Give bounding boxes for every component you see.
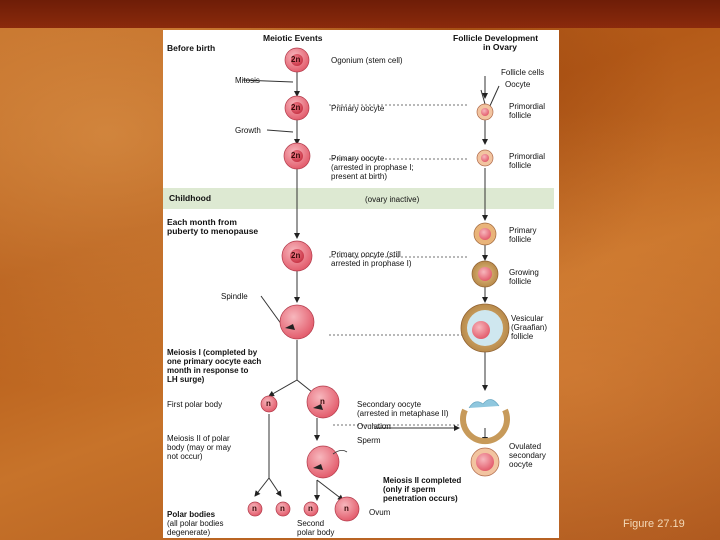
primordial-1-line1: Primordial <box>509 102 546 111</box>
before-birth-heading: Before birth <box>167 43 216 53</box>
second-polar-line2: polar body <box>297 528 335 537</box>
follicle-cells-label: Follicle cells <box>501 68 545 77</box>
vesicular-line1: Vesicular <box>511 314 544 323</box>
primary-follicle <box>473 222 497 246</box>
ovary-inactive-label: (ovary inactive) <box>365 195 420 204</box>
oogenesis-figure: 2n 2n 2n 2n n n n n n n Before birth Mei… <box>163 30 559 538</box>
ovulated-line3: oocyte <box>509 460 533 469</box>
secondary-oocyte-cell <box>306 385 340 419</box>
growing-follicle <box>471 260 499 288</box>
polar-bodies-line1: Polar bodies <box>167 510 216 519</box>
oocyte-label: Oocyte <box>505 80 531 89</box>
primary-oocyte-label: Primary oocyte <box>331 104 385 113</box>
ovum-label: Ovum <box>369 508 391 517</box>
ovulated-oocyte <box>470 447 500 477</box>
ploidy-label: n <box>320 397 325 406</box>
meiotic-flow-arrows <box>242 72 344 501</box>
ovulated-line2: secondary <box>509 451 546 460</box>
polar-bodies-line2: (all polar bodies <box>167 519 224 528</box>
meiosis-one-line1: Meiosis I (completed by <box>167 348 258 357</box>
primordial-follicle-1 <box>476 103 494 121</box>
ogonium-cell <box>284 47 310 73</box>
sperm-label: Sperm <box>357 436 381 445</box>
figure-graphics <box>242 47 510 522</box>
arrested-line1: Primary oocyte <box>331 154 385 163</box>
still-arrested-line2: arrested in prophase I) <box>331 259 412 268</box>
meiosis-one-line4: LH surge) <box>167 375 205 384</box>
vesicular-follicle <box>460 303 510 353</box>
primary-oocyte-cell <box>284 95 310 121</box>
ploidy-label: 2n <box>291 55 301 64</box>
meiosis-two-polar-line2: body (may or may <box>167 443 232 452</box>
polar-body-2 <box>275 501 291 517</box>
growing-follicle-line1: Growing <box>509 268 539 277</box>
ploidy-label: n <box>308 504 313 513</box>
ploidy-label: n <box>280 504 285 513</box>
primordial-2-line2: follicle <box>509 161 532 170</box>
vesicular-line2: (Graafian) <box>511 323 548 332</box>
meiosis-one-cell <box>279 304 315 340</box>
meiosis-one-line3: month in response to <box>167 366 249 375</box>
ploidy-label: 2n <box>291 151 301 160</box>
ovulating-follicle <box>460 399 510 445</box>
meiosis-one-line2: one primary oocyte each <box>167 357 262 366</box>
second-polar-body <box>303 501 319 517</box>
growing-follicle-line2: follicle <box>509 277 532 286</box>
ovum-cell <box>334 496 360 522</box>
growth-label: Growth <box>235 126 261 135</box>
second-polar-line1: Second <box>297 519 325 528</box>
primary-follicle-line1: Primary <box>509 226 537 235</box>
follicle-heading-line2: in Ovary <box>483 42 518 52</box>
each-month-line2: puberty to menopause <box>167 226 259 236</box>
meiosis-two-done-line3: penetration occurs) <box>383 494 458 503</box>
follicle-heading-line1: Follicle Development <box>453 33 539 43</box>
ploidy-label: n <box>266 399 271 408</box>
mitosis-label: Mitosis <box>235 76 260 85</box>
meiosis-two-polar-line1: Meiosis II of polar <box>167 434 230 443</box>
primordial-1-line2: follicle <box>509 111 532 120</box>
meiotic-events-heading: Meiotic Events <box>263 33 323 43</box>
ploidy-label: n <box>344 504 349 513</box>
each-month-line1: Each month from <box>167 217 237 227</box>
figure-caption: Figure 27.19 <box>623 518 685 530</box>
still-arrested-oocyte-cell <box>281 240 313 272</box>
meiosis-two-done-line2: (only if sperm <box>383 485 436 494</box>
ovulation-label: Ovulation <box>357 422 391 431</box>
sperm-entry-cell <box>306 445 348 479</box>
primordial-2-line1: Primordial <box>509 152 546 161</box>
ploidy-label: n <box>252 504 257 513</box>
primary-follicle-line2: follicle <box>509 235 532 244</box>
vesicular-line3: follicle <box>511 332 534 341</box>
ploidy-label: 2n <box>291 251 301 260</box>
first-polar-body-cell <box>260 395 278 413</box>
secondary-oocyte-line1: Secondary oocyte <box>357 400 422 409</box>
primordial-follicle-2 <box>476 149 494 167</box>
polar-bodies-line3: degenerate) <box>167 528 211 537</box>
still-arrested-line1: Primary oocyte (still <box>331 250 401 259</box>
arrested-line2: (arrested in prophase I; <box>331 163 414 172</box>
ogonium-label: Ogonium (stem cell) <box>331 56 403 65</box>
top-banner <box>0 0 720 28</box>
meiosis-two-done-line1: Meiosis II completed <box>383 476 462 485</box>
follicle-flow-arrows <box>480 76 500 443</box>
arrested-line3: present at birth) <box>331 172 388 181</box>
ploidy-label: 2n <box>291 103 301 112</box>
leader-lines <box>329 104 469 426</box>
polar-body-1 <box>247 501 263 517</box>
spindle-label: Spindle <box>221 292 248 301</box>
meiosis-two-polar-line3: not occur) <box>167 452 203 461</box>
childhood-band <box>163 188 554 209</box>
secondary-oocyte-line2: (arrested in metaphase II) <box>357 409 449 418</box>
arrested-oocyte-cell <box>283 142 311 170</box>
ovulated-line1: Ovulated <box>509 442 542 451</box>
childhood-label: Childhood <box>169 193 212 203</box>
first-polar-body-label: First polar body <box>167 400 223 409</box>
